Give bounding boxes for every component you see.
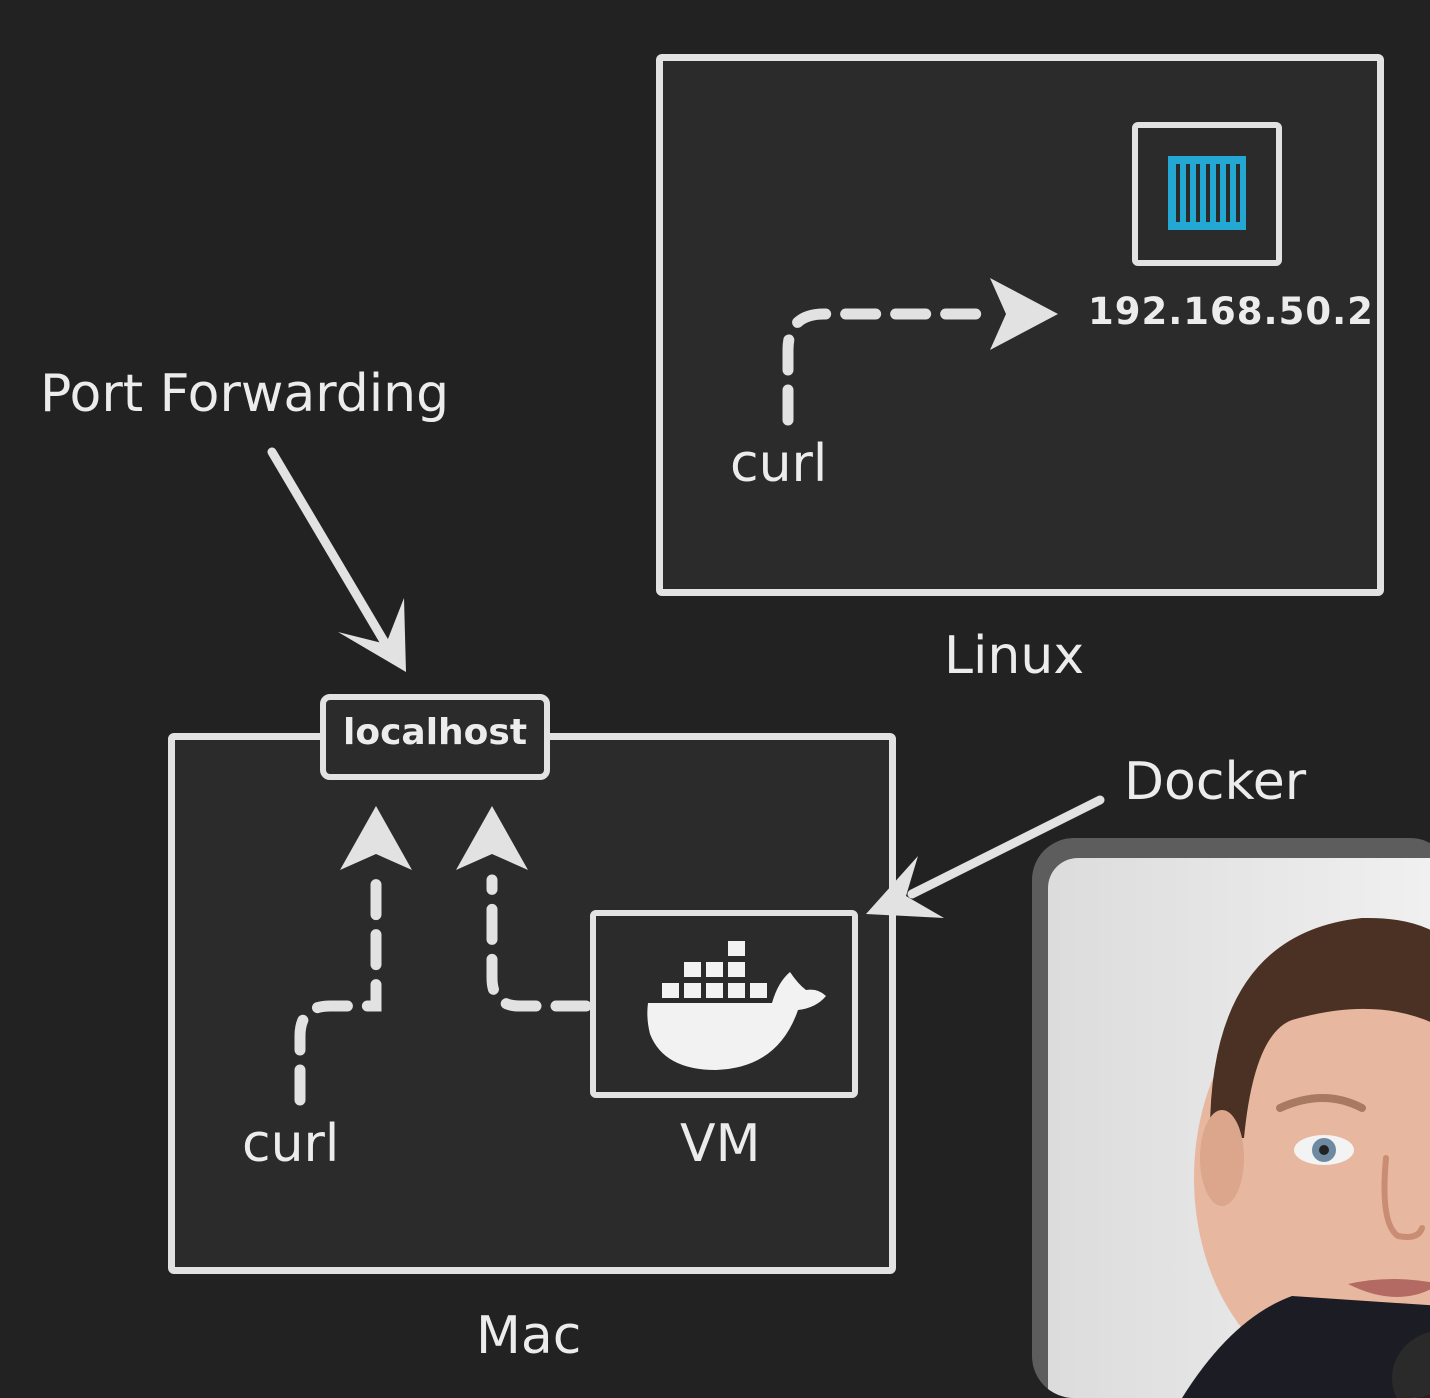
mac-curl-label: curl (242, 1114, 340, 1174)
mac-box-label: Mac (476, 1306, 582, 1366)
docker-label: Docker (1124, 752, 1307, 812)
port-forwarding-label: Port Forwarding (40, 364, 450, 424)
presenter-video-frame (1048, 858, 1430, 1398)
localhost-label: localhost (343, 712, 528, 753)
vm-label: VM (680, 1114, 761, 1174)
linux-box-label: Linux (944, 626, 1085, 686)
docker-whale-icon (647, 941, 826, 1070)
linux-curl-arrow (782, 278, 1058, 426)
presenter-webcam (1032, 838, 1430, 1398)
mac-curl-arrow (294, 806, 412, 1106)
linux-curl-label: curl (730, 434, 828, 494)
container-icon (1168, 156, 1246, 230)
port-forwarding-arrow (267, 447, 406, 672)
linux-ip-label: 192.168.50.2 (1088, 290, 1374, 333)
vm-to-localhost-arrow (456, 806, 592, 1012)
localhost-box (320, 694, 550, 780)
docker-arrow (866, 795, 1105, 918)
